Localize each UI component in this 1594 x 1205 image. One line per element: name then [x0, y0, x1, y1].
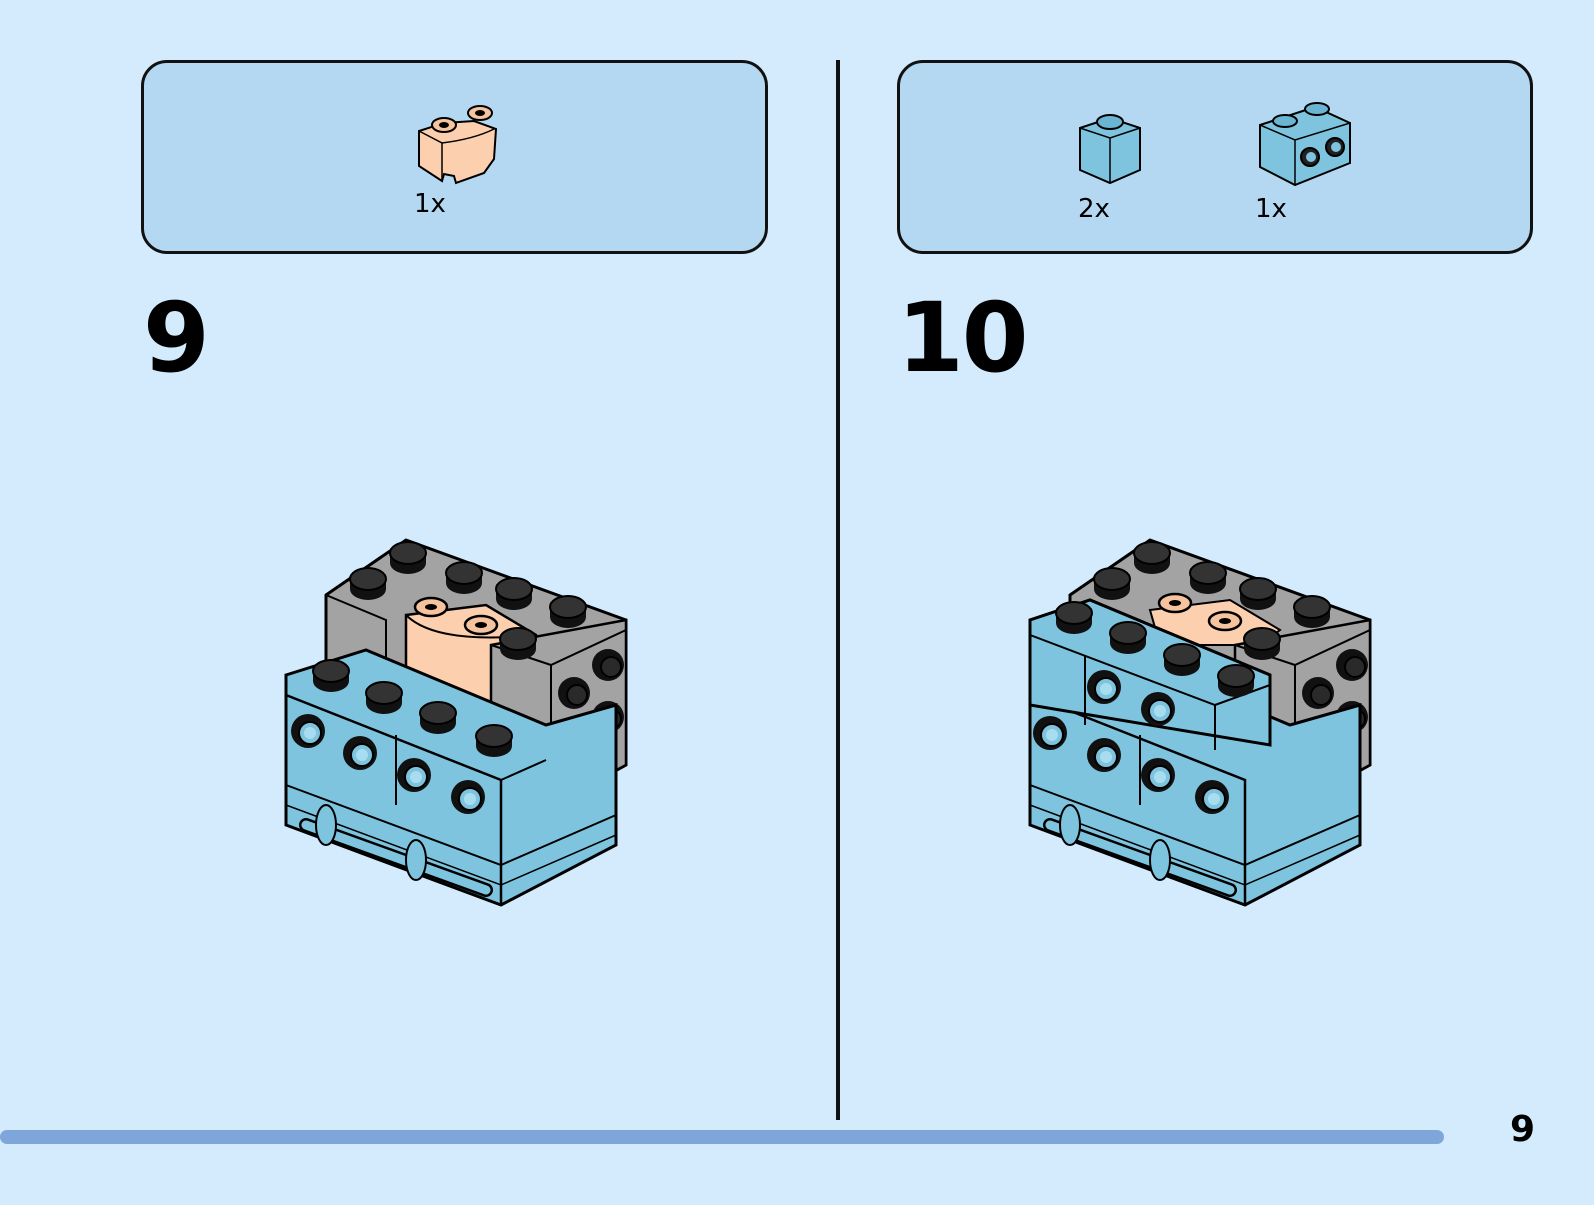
step-divider [836, 60, 840, 1120]
parts-callout-step-9: 1x [141, 60, 768, 254]
model-illustration-step-9 [284, 538, 628, 907]
step-number-10: 10 [897, 282, 1029, 394]
brick-1x2-studs-side-azure-icon [1259, 102, 1351, 187]
parts-callout-step-10: 2x 1x [897, 60, 1533, 254]
model-illustration-step-10 [1028, 538, 1372, 907]
part-qty: 1x [414, 189, 446, 219]
progress-bar [0, 1130, 1444, 1144]
part-qty: 2x [1078, 194, 1110, 224]
page-number: 9 [1510, 1109, 1536, 1150]
brick-1x1-azure-icon [1079, 114, 1141, 185]
brick-round-corner-nougat-icon [418, 105, 498, 185]
part-qty: 1x [1255, 194, 1287, 224]
step-number-9: 9 [143, 282, 210, 394]
